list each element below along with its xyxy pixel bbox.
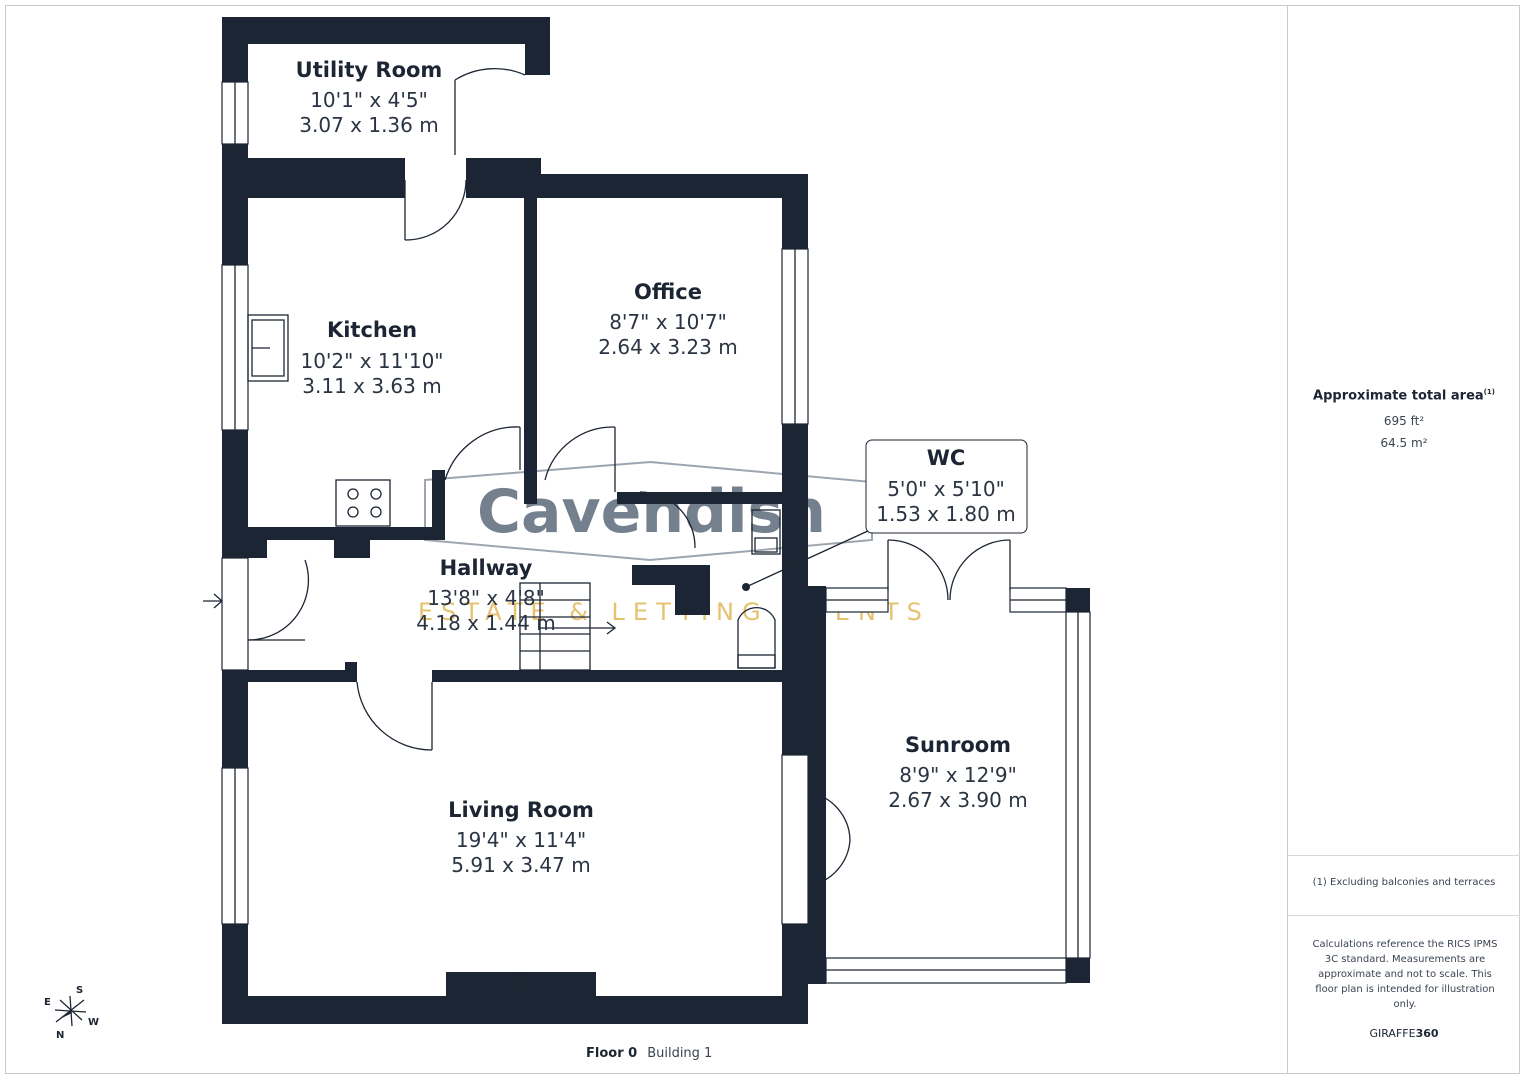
plan-frame bbox=[5, 5, 1520, 1074]
room-living-name: Living Room bbox=[448, 798, 594, 822]
room-sunroom-imperial: 8'9" x 12'9" bbox=[899, 763, 1017, 787]
compass-n: N bbox=[56, 1030, 64, 1041]
area-title-text: Approximate total area bbox=[1313, 388, 1484, 404]
floor-name: Floor 0 bbox=[586, 1046, 638, 1061]
wc-label-box bbox=[865, 439, 1028, 534]
room-office-metric: 2.64 x 3.23 m bbox=[598, 335, 737, 359]
room-utility-name: Utility Room bbox=[296, 58, 443, 82]
floor-label: Floor 0 Building 1 bbox=[586, 1046, 712, 1061]
disclaimer: Calculations reference the RICS IPMS 3C … bbox=[1312, 939, 1498, 1010]
area-metric: 64.5 m² bbox=[1380, 436, 1428, 450]
floor-plan: Cavendish ESTATE & LETTING AGENTS bbox=[44, 17, 1091, 1041]
room-office-imperial: 8'7" x 10'7" bbox=[609, 310, 727, 334]
room-kitchen-metric: 3.11 x 3.63 m bbox=[302, 374, 441, 398]
room-kitchen-imperial: 10'2" x 11'10" bbox=[300, 349, 443, 373]
compass-w: W bbox=[88, 1017, 99, 1028]
compass-s: S bbox=[76, 985, 83, 996]
room-hallway-imperial: 13'8" x 4'8" bbox=[427, 586, 545, 610]
area-imperial: 695 ft² bbox=[1383, 414, 1425, 428]
room-wc-name: WC bbox=[927, 446, 966, 470]
room-hallway-name: Hallway bbox=[440, 556, 533, 580]
summary-panel: Approximate total area(1) 695 ft² 64.5 m… bbox=[1287, 5, 1520, 1074]
brand-a: GIRAFFE bbox=[1369, 1027, 1416, 1040]
brand-b: 360 bbox=[1415, 1027, 1439, 1040]
compass-e: E bbox=[44, 997, 51, 1008]
room-utility-metric: 3.07 x 1.36 m bbox=[299, 113, 438, 137]
area-title-note: (1) bbox=[1483, 388, 1495, 396]
area-title: Approximate total area(1) bbox=[1288, 388, 1520, 403]
room-utility-imperial: 10'1" x 4'5" bbox=[310, 88, 428, 112]
fixtures bbox=[247, 314, 871, 985]
room-sunroom-name: Sunroom bbox=[905, 733, 1011, 757]
doors bbox=[203, 67, 1011, 887]
room-office-name: Office bbox=[634, 280, 702, 304]
divider bbox=[1288, 855, 1520, 856]
compass-icon: S E W N bbox=[44, 985, 99, 1041]
room-labels: Utility Room 10'1" x 4'5" 3.07 x 1.36 m … bbox=[296, 58, 1028, 877]
area-footnote: (1) Excluding balconies and terraces bbox=[1312, 877, 1496, 888]
windows bbox=[221, 81, 1091, 984]
room-living-metric: 5.91 x 3.47 m bbox=[451, 853, 590, 877]
room-hallway-metric: 4.18 x 1.44 m bbox=[416, 611, 555, 635]
room-living-imperial: 19'4" x 11'4" bbox=[456, 828, 586, 852]
room-wc-metric: 1.53 x 1.80 m bbox=[876, 502, 1015, 526]
giraffe360-logo: GIRAFFE360 bbox=[1288, 1027, 1520, 1040]
room-wc-imperial: 5'0" x 5'10" bbox=[887, 477, 1005, 501]
divider bbox=[1288, 915, 1520, 916]
building-name: Building 1 bbox=[647, 1046, 713, 1061]
room-sunroom-metric: 2.67 x 3.90 m bbox=[888, 788, 1027, 812]
room-kitchen-name: Kitchen bbox=[327, 318, 417, 342]
